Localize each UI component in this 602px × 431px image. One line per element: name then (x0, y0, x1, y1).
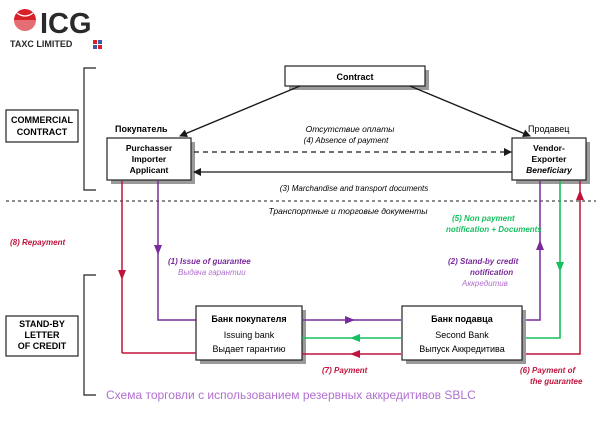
seller-line1: Vendor- (533, 143, 565, 153)
contract-box: Contract (284, 65, 429, 90)
standby-bracket (83, 274, 96, 396)
issue-guarantee-arrowhead (154, 245, 162, 255)
standby-label-line1: STAND-BY (19, 319, 65, 329)
seller-line3: Beneficiary (526, 165, 573, 175)
second-bank-box: Банк подавца Second Bank Выпуск Аккредит… (401, 305, 526, 364)
absence-label-ru: Отсутствие оплаты (306, 124, 396, 134)
issue-guarantee-label-ru: Выдача гарантии (178, 268, 246, 277)
buyer-title: Покупатель (115, 124, 168, 134)
commercial-contract-label: COMMERCIAL CONTRACT (5, 109, 79, 143)
issuing-bank-box: Банк покупателя Issuing bank Выдает гара… (195, 305, 306, 364)
buyer-box: Purchasser Importer Applicant (106, 137, 195, 184)
documents-label-ru: Транспортные и торговые документы (269, 206, 429, 216)
bank-link-purple-arrowhead (345, 316, 355, 324)
issue-guarantee-line (157, 181, 196, 321)
buyer-line1: Purchasser (126, 143, 173, 153)
standby-notification-arrowhead (536, 240, 544, 250)
bank-link-green-arrowhead (350, 334, 360, 342)
issuing-bank-line2: Issuing bank (224, 330, 275, 340)
issuing-bank-line3: Выдает гарантию (212, 344, 285, 354)
contract-label: Contract (336, 72, 373, 82)
seller-box: Vendor- Exporter Beneficiary (511, 137, 590, 184)
commercial-bracket (83, 67, 96, 191)
standby-label-line3: OF CREDIT (18, 341, 67, 351)
payment-guarantee-line (526, 181, 581, 355)
nonpayment-label-2: notification + Documents (446, 225, 542, 234)
second-bank-line3: Выпуск Аккредитива (419, 344, 505, 354)
issue-guarantee-label-en: (1) Issue of guarantee (168, 257, 251, 266)
repayment-arrowhead (118, 270, 126, 280)
seller-line2: Exporter (532, 154, 568, 164)
contract-to-seller-arrow (409, 85, 531, 137)
standby-notification-label-ru: Аккредитив (461, 279, 508, 288)
documents-label-en: (3) Marchandise and transport documents (280, 184, 429, 193)
payment-guarantee-arrowhead (576, 190, 584, 200)
standby-notification-label-1: (2) Stand-by credit (448, 257, 519, 266)
payment-guarantee-label-2: the guarantee (530, 377, 583, 386)
seller-title: Продавец (528, 124, 569, 134)
repayment-label: (8) Repayment (10, 238, 65, 247)
commercial-label-line2: CONTRACT (17, 127, 68, 137)
nonpayment-arrowhead (556, 262, 564, 272)
standby-letter-label: STAND-BY LETTER OF CREDIT (5, 315, 79, 357)
standby-label-line2: LETTER (25, 330, 60, 340)
buyer-line3: Applicant (130, 165, 169, 175)
issuing-bank-line1: Банк покупателя (211, 314, 286, 324)
second-bank-line1: Банк подавца (431, 314, 494, 324)
payment7-label: (7) Payment (322, 366, 368, 375)
logo-name: ICG (40, 8, 92, 40)
absence-label-en: (4) Absence of payment (304, 136, 389, 145)
standby-notification-line (526, 181, 541, 321)
standby-notification-label-2: notification (470, 268, 513, 277)
nonpayment-label-1: (5) Non payment (452, 214, 515, 223)
diagram-caption: Схема торговли с использованием резервны… (106, 388, 476, 402)
nonpayment-line (526, 181, 561, 339)
second-bank-line2: Second Bank (435, 330, 489, 340)
payment-bank-arrowhead (350, 350, 360, 358)
commercial-label-line1: COMMERCIAL (11, 115, 73, 125)
company-logo: ICG TAXC LIMITED (10, 8, 102, 49)
logo-subtitle: TAXC LIMITED (10, 39, 73, 49)
buyer-line2: Importer (132, 154, 167, 164)
contract-to-buyer-arrow (179, 85, 301, 137)
payment-guarantee-label-1: (6) Payment of (520, 366, 576, 375)
